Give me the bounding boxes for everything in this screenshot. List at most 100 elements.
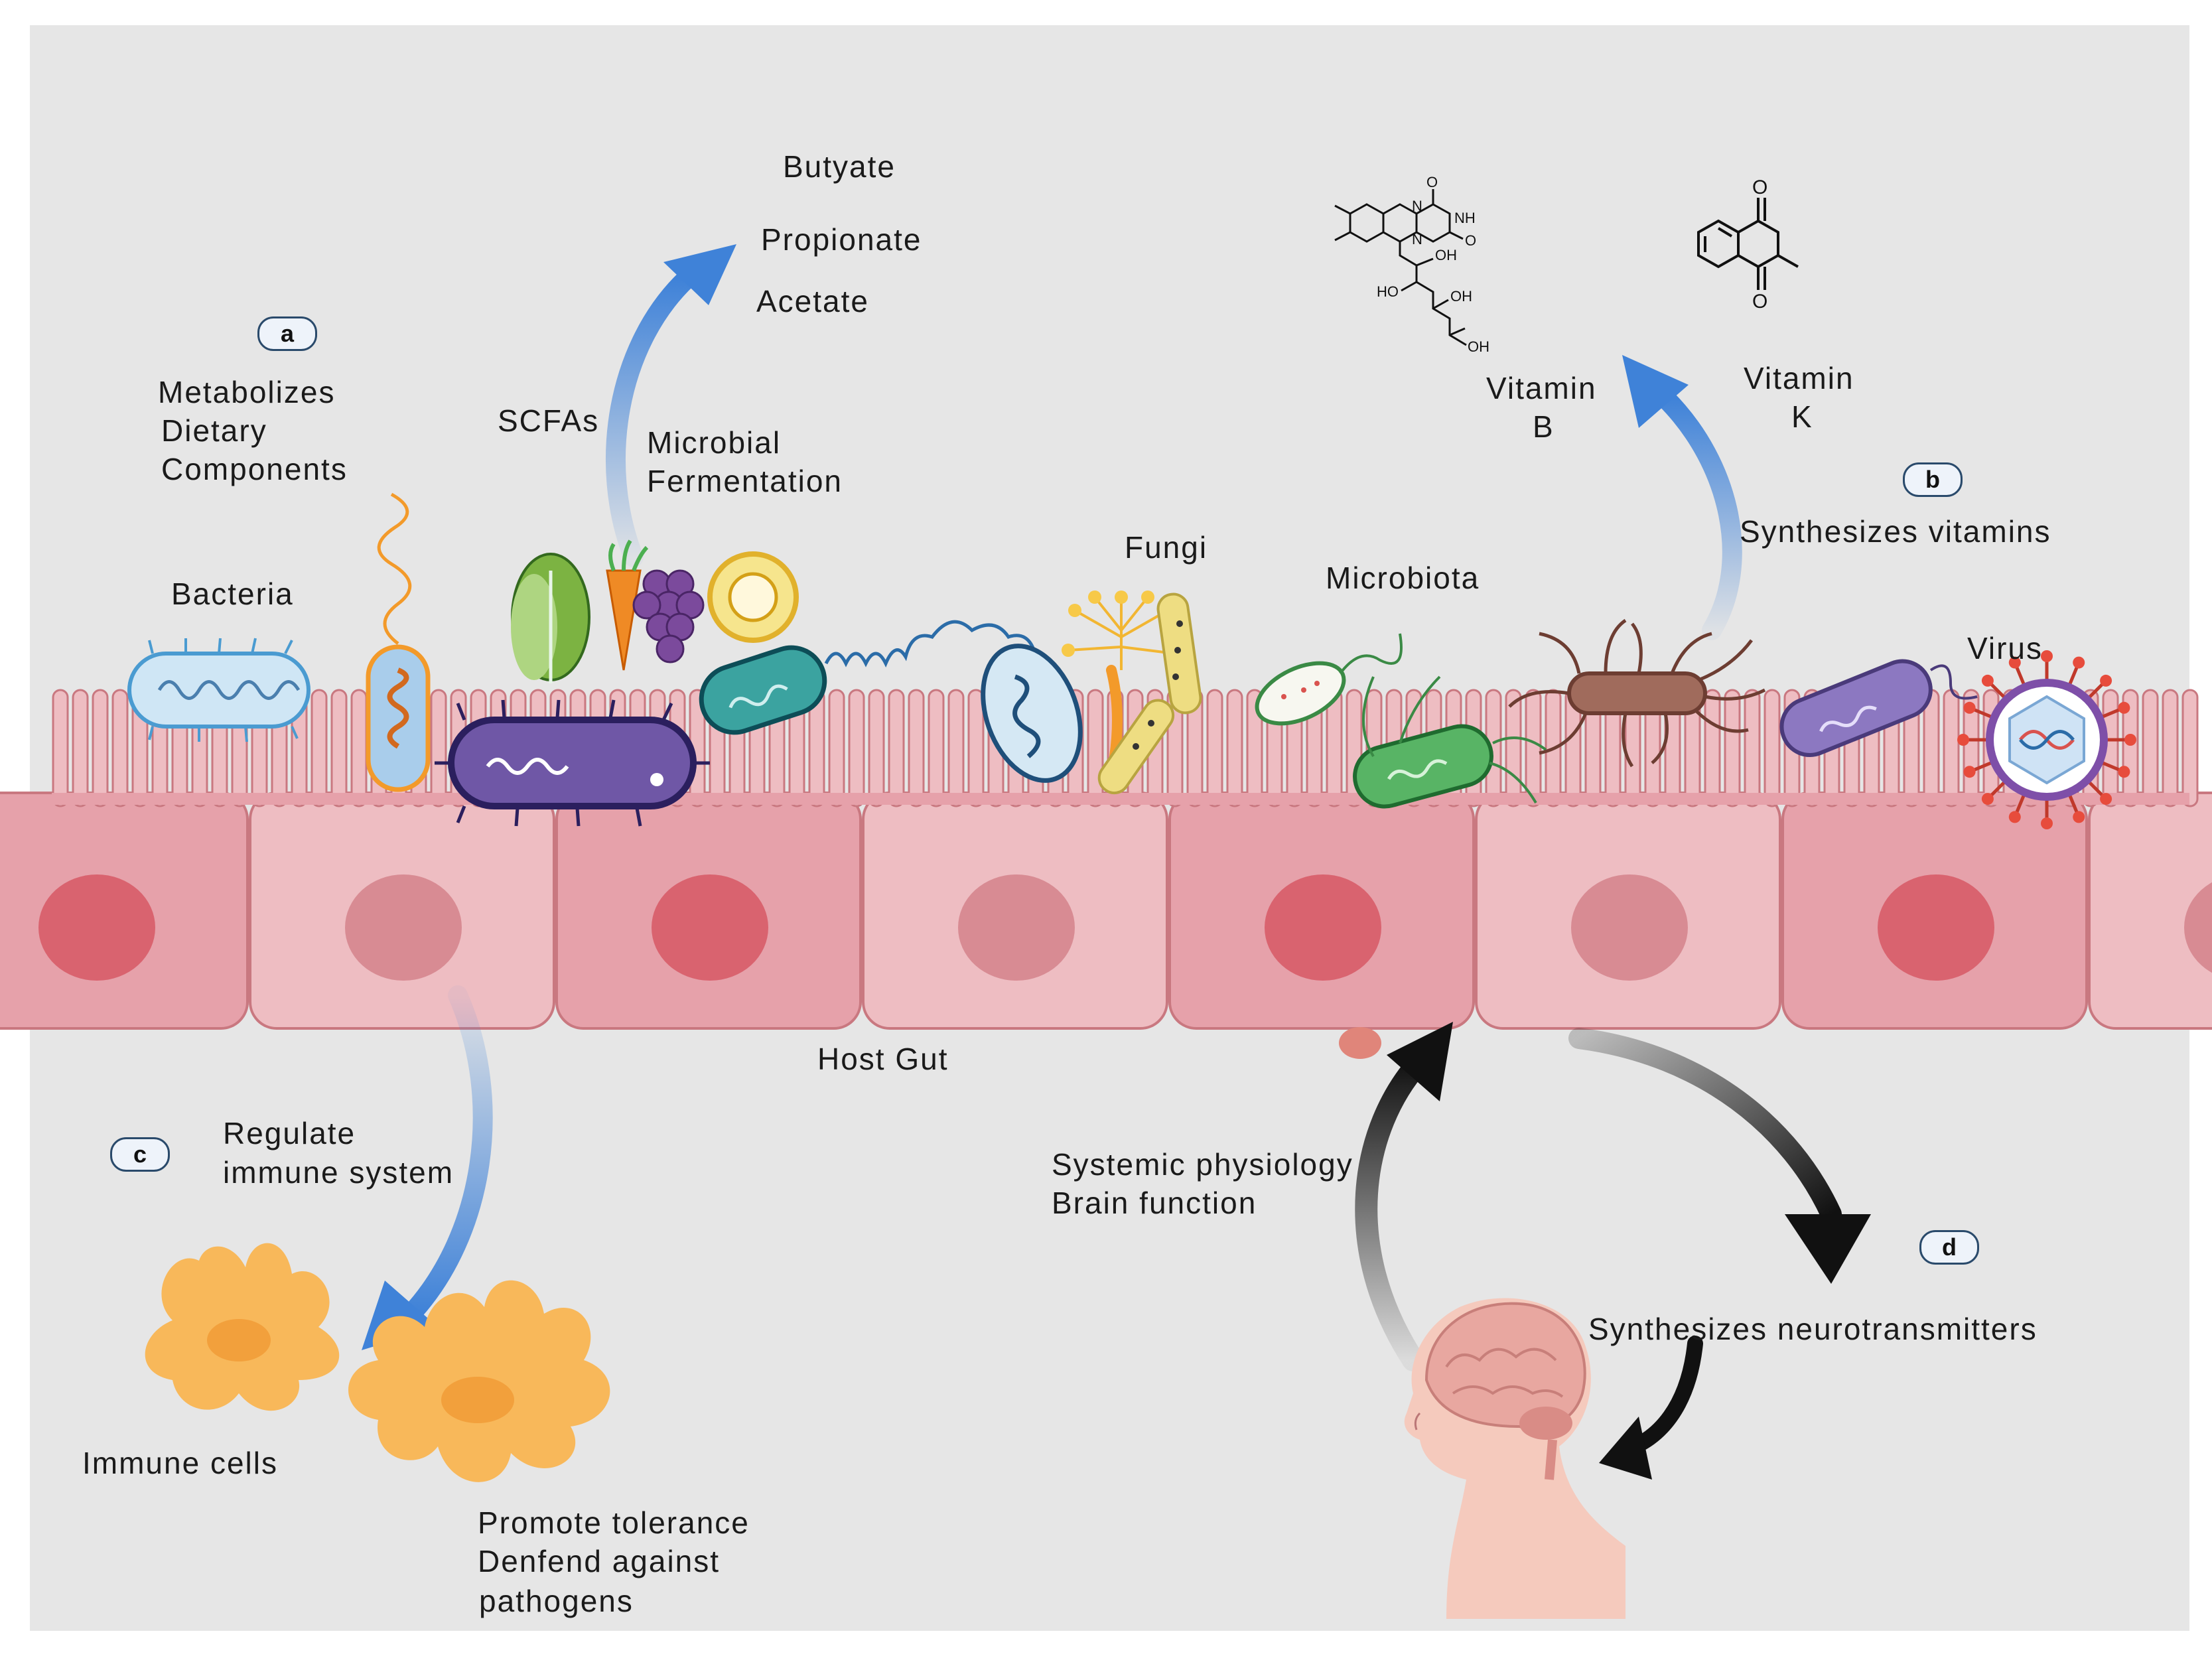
- apical-band: [52, 793, 2189, 805]
- virus-spike-tip: [2118, 701, 2130, 714]
- microvillus: [52, 689, 69, 807]
- bacteria-brown-icon: [1508, 618, 1766, 768]
- vitamin-k-structure-icon: [1697, 198, 1799, 290]
- virus-spike-tip: [2100, 793, 2112, 805]
- bacteria-lavender-icon: [1779, 659, 1978, 758]
- cell-nucleus: [652, 874, 768, 981]
- host-gut-label: Host Gut: [817, 1042, 949, 1076]
- cell-nucleus: [2184, 882, 2212, 973]
- cell-nucleus: [1265, 874, 1381, 981]
- bacteria-oval-icon: [981, 644, 1083, 783]
- cell-nucleus: [958, 874, 1075, 981]
- immune-system-label: immune system: [223, 1155, 454, 1190]
- human-head-brain-icon: [1404, 1298, 1625, 1619]
- microvillus: [1525, 689, 1542, 807]
- chem-atom-o-k-bottom: O: [1752, 291, 1767, 313]
- vitamin-arrow: [1622, 355, 1742, 640]
- microvillus: [1763, 689, 1781, 807]
- chem-atom-o-k-top: O: [1752, 176, 1767, 198]
- microvillus: [908, 689, 925, 807]
- chem-atom-nh: NH: [1454, 210, 1476, 226]
- chem-atom-oh-1: OH: [1435, 247, 1457, 263]
- virus-spike: [2087, 780, 2105, 798]
- virus-spike: [2014, 794, 2026, 814]
- synthesizes-neurotransmitters-label: Synthesizes neurotransmitters: [1588, 1312, 2038, 1346]
- virus-spike-tip: [1963, 766, 1976, 778]
- scfas-label: SCFAs: [498, 403, 600, 438]
- scfa-arrow: [605, 244, 736, 567]
- propionate-label: Propionate: [761, 222, 922, 257]
- promote-tolerance-label: Promote tolerance: [478, 1505, 750, 1540]
- microvillus: [1505, 689, 1522, 807]
- microvillus: [1704, 689, 1721, 807]
- bacteria-label: Bacteria: [171, 577, 294, 611]
- pathogens-label: pathogens: [479, 1584, 634, 1618]
- immune-cell-icon: [145, 1243, 340, 1411]
- microvillus: [2122, 689, 2139, 807]
- immune-cells-label: Immune cells: [82, 1446, 278, 1480]
- virus-spike: [1972, 761, 1992, 772]
- metabolizes-label: Metabolizes: [158, 375, 336, 409]
- microvillus: [1206, 689, 1223, 807]
- microvillus: [92, 689, 109, 807]
- panel-a-badge: a: [257, 316, 317, 351]
- microvillus: [828, 689, 845, 807]
- cell-nucleus: [1878, 874, 1994, 981]
- butyate-label: Butyate: [783, 149, 896, 184]
- virus-spike-tip: [1981, 674, 1994, 687]
- chem-atom-oh-2: OH: [1450, 288, 1472, 305]
- chem-atom-ho: HO: [1377, 283, 1399, 300]
- microvillus: [2162, 689, 2179, 807]
- microvillus: [1744, 689, 1761, 807]
- fungi-icon: [1062, 591, 1202, 795]
- virus-spike-tip: [2118, 766, 2130, 778]
- microvillus: [2142, 689, 2159, 807]
- food-vegetables-icon: [511, 539, 799, 683]
- vitamin-b-label-2: B: [1533, 409, 1555, 444]
- chem-atom-n-1: N: [1412, 198, 1422, 214]
- microbiota-label: Microbiota: [1326, 561, 1480, 595]
- microvillus: [928, 689, 945, 807]
- virus-spike-tip: [2041, 817, 2053, 829]
- microvillus: [1246, 689, 1263, 807]
- neuro-to-brain-arrow: [1599, 1336, 1703, 1480]
- components-label: Components: [161, 452, 348, 486]
- microvillus: [350, 689, 368, 807]
- virus-spike-tip: [2041, 650, 2053, 662]
- microvillus: [888, 689, 905, 807]
- vitamin-k-label-2: K: [1791, 399, 1813, 434]
- panel-b-badge: b: [1903, 462, 1963, 497]
- enteroendocrine-bulge: [1339, 1027, 1381, 1059]
- virus-spike-tip: [2073, 656, 2085, 669]
- virus-spike-tip: [1957, 734, 1969, 746]
- virus-spike-tip: [2008, 656, 2021, 669]
- bacteria-flagellum-icon: [366, 492, 431, 792]
- microvillus: [311, 689, 328, 807]
- microbial-label: Microbial: [647, 425, 782, 460]
- microvillus: [330, 689, 348, 807]
- chem-atom-n-2: N: [1412, 231, 1422, 247]
- microvillus: [111, 689, 129, 807]
- virus-spike: [2087, 682, 2105, 699]
- virus-spike-tip: [2124, 734, 2136, 746]
- dietary-label: Dietary: [161, 413, 267, 448]
- virus-spike: [2068, 665, 2079, 685]
- chem-atom-o-right: O: [1465, 232, 1476, 249]
- microvillus: [1226, 689, 1243, 807]
- fungi-label: Fungi: [1125, 530, 1208, 565]
- defend-label: Denfend against: [478, 1544, 721, 1578]
- bacteria-green-icon: [1353, 675, 1547, 809]
- cell-nucleus: [1571, 874, 1688, 981]
- virus-spike-tip: [2100, 674, 2112, 687]
- vitamin-k-label-1: Vitamin: [1744, 361, 1854, 395]
- systemic-physiology-label: Systemic physiology: [1052, 1147, 1353, 1182]
- microvillus: [1087, 689, 1104, 807]
- virus-spike-tip: [1981, 793, 1994, 805]
- bacteria-small-green-icon: [1255, 633, 1403, 726]
- microvillus: [848, 689, 865, 807]
- epithelial-cell: [2088, 792, 2212, 1030]
- panel-c-badge: c: [110, 1137, 170, 1172]
- virus-spike: [2014, 665, 2026, 685]
- microvillus: [868, 689, 885, 807]
- virus-spike: [2101, 761, 2121, 772]
